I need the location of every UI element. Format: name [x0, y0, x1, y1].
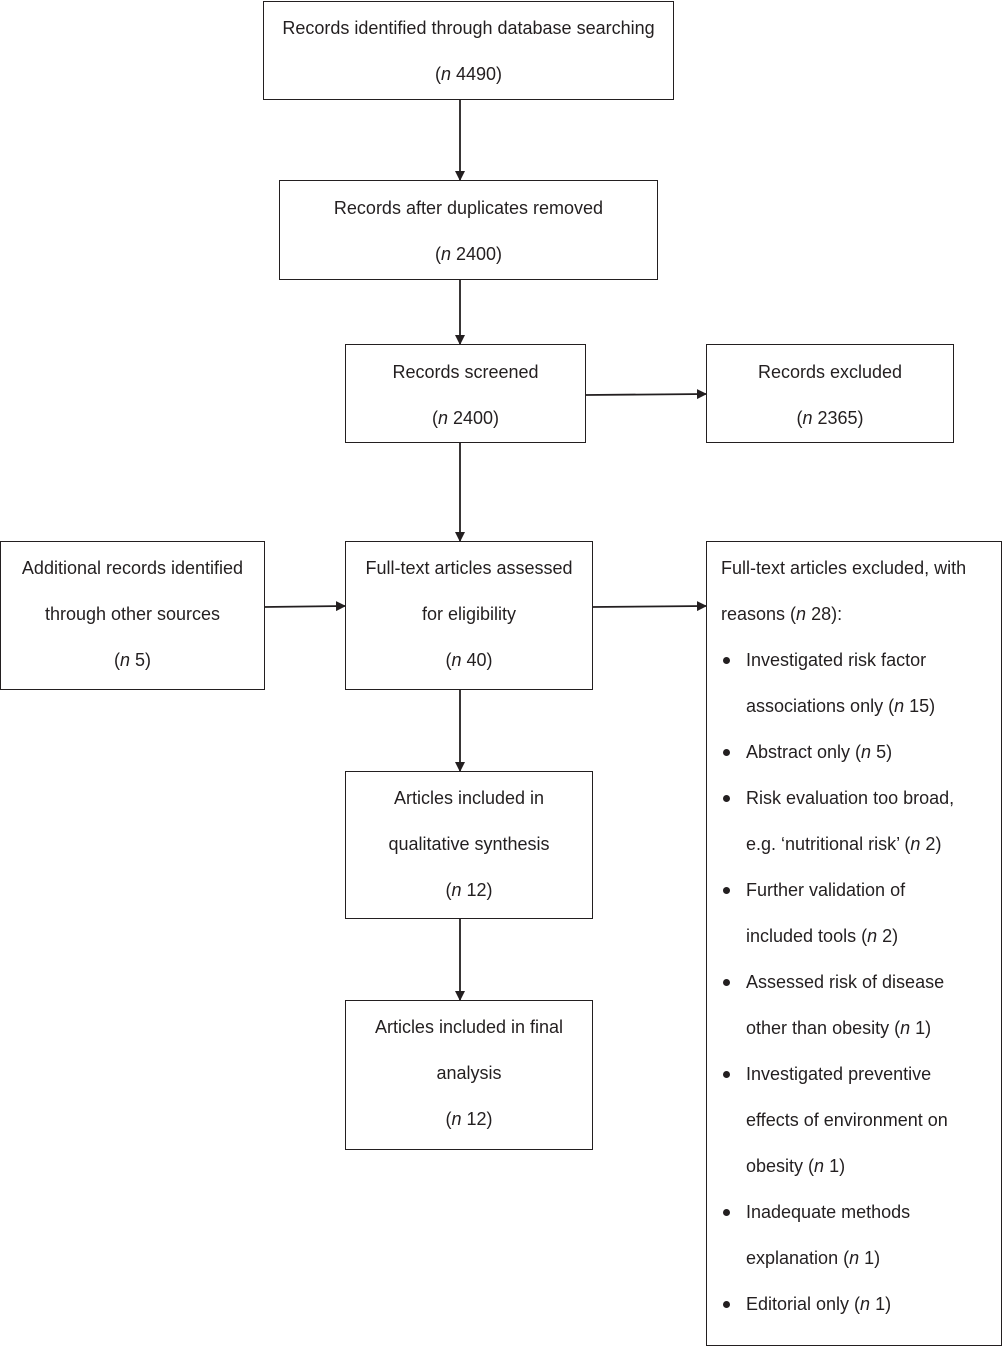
list-item: Assessed risk of disease other than obes…	[721, 959, 1001, 1051]
exclusion-reasons-list: Investigated risk factor associations on…	[721, 637, 1001, 1327]
box-label-2: for eligibility	[421, 604, 517, 624]
box-count: (n 2400)	[431, 408, 500, 428]
box-label: Articles included in	[393, 788, 545, 808]
box-label: Records excluded	[757, 362, 903, 382]
box-records-excluded: Records excluded (n 2365)	[706, 344, 954, 443]
box-fulltext-assessed: Full-text articles assessed for eligibil…	[345, 541, 593, 690]
list-item: Investigated risk factor associations on…	[721, 637, 1001, 729]
list-item: Investigated preventive effects of envir…	[721, 1051, 1001, 1189]
list-item: Further validation of included tools (n …	[721, 867, 1001, 959]
list-item: Inadequate methods explanation (n 1)	[721, 1189, 1001, 1281]
box-label: Records screened	[392, 362, 539, 382]
box-count: (n 40)	[445, 650, 493, 670]
box-label-2: reasons (n 28):	[721, 604, 843, 624]
box-after-duplicates: Records after duplicates removed (n 2400…	[279, 180, 658, 280]
box-count: (n 12)	[445, 880, 493, 900]
box-label: Full-text articles assessed	[365, 558, 573, 578]
box-label: Articles included in final	[374, 1017, 564, 1037]
box-additional-records: Additional records identified through ot…	[0, 541, 265, 690]
arrow-fulltext-to-excluded	[591, 601, 707, 612]
box-count: (n 2400)	[434, 244, 503, 264]
box-label: Records identified through database sear…	[282, 18, 655, 38]
list-item: Editorial only (n 1)	[721, 1281, 1001, 1327]
box-label: Full-text articles excluded, with	[721, 558, 967, 578]
box-count: (n 4490)	[434, 64, 503, 84]
box-count: (n 12)	[445, 1109, 493, 1129]
box-label-2: through other sources	[44, 604, 221, 624]
box-count: (n 5)	[113, 650, 152, 670]
arrow-screened-to-excluded	[585, 389, 707, 400]
box-label: Additional records identified	[21, 558, 244, 578]
box-fulltext-excluded: Full-text articles excluded, with reason…	[706, 541, 1002, 1346]
box-final-analysis: Articles included in final analysis (n 1…	[345, 1000, 593, 1150]
box-count: (n 2365)	[796, 408, 864, 428]
box-label: Records after duplicates removed	[333, 198, 604, 218]
box-qualitative-synthesis: Articles included in qualitative synthes…	[345, 771, 593, 919]
list-item: Abstract only (n 5)	[721, 729, 1001, 775]
box-records-identified: Records identified through database sear…	[263, 1, 674, 100]
box-records-screened: Records screened (n 2400)	[345, 344, 586, 443]
box-label-2: analysis	[436, 1063, 502, 1083]
list-item: Risk evaluation too broad, e.g. ‘nutriti…	[721, 775, 1001, 867]
arrow-additional-to-fulltext	[263, 601, 346, 612]
box-label-2: qualitative synthesis	[388, 834, 550, 854]
